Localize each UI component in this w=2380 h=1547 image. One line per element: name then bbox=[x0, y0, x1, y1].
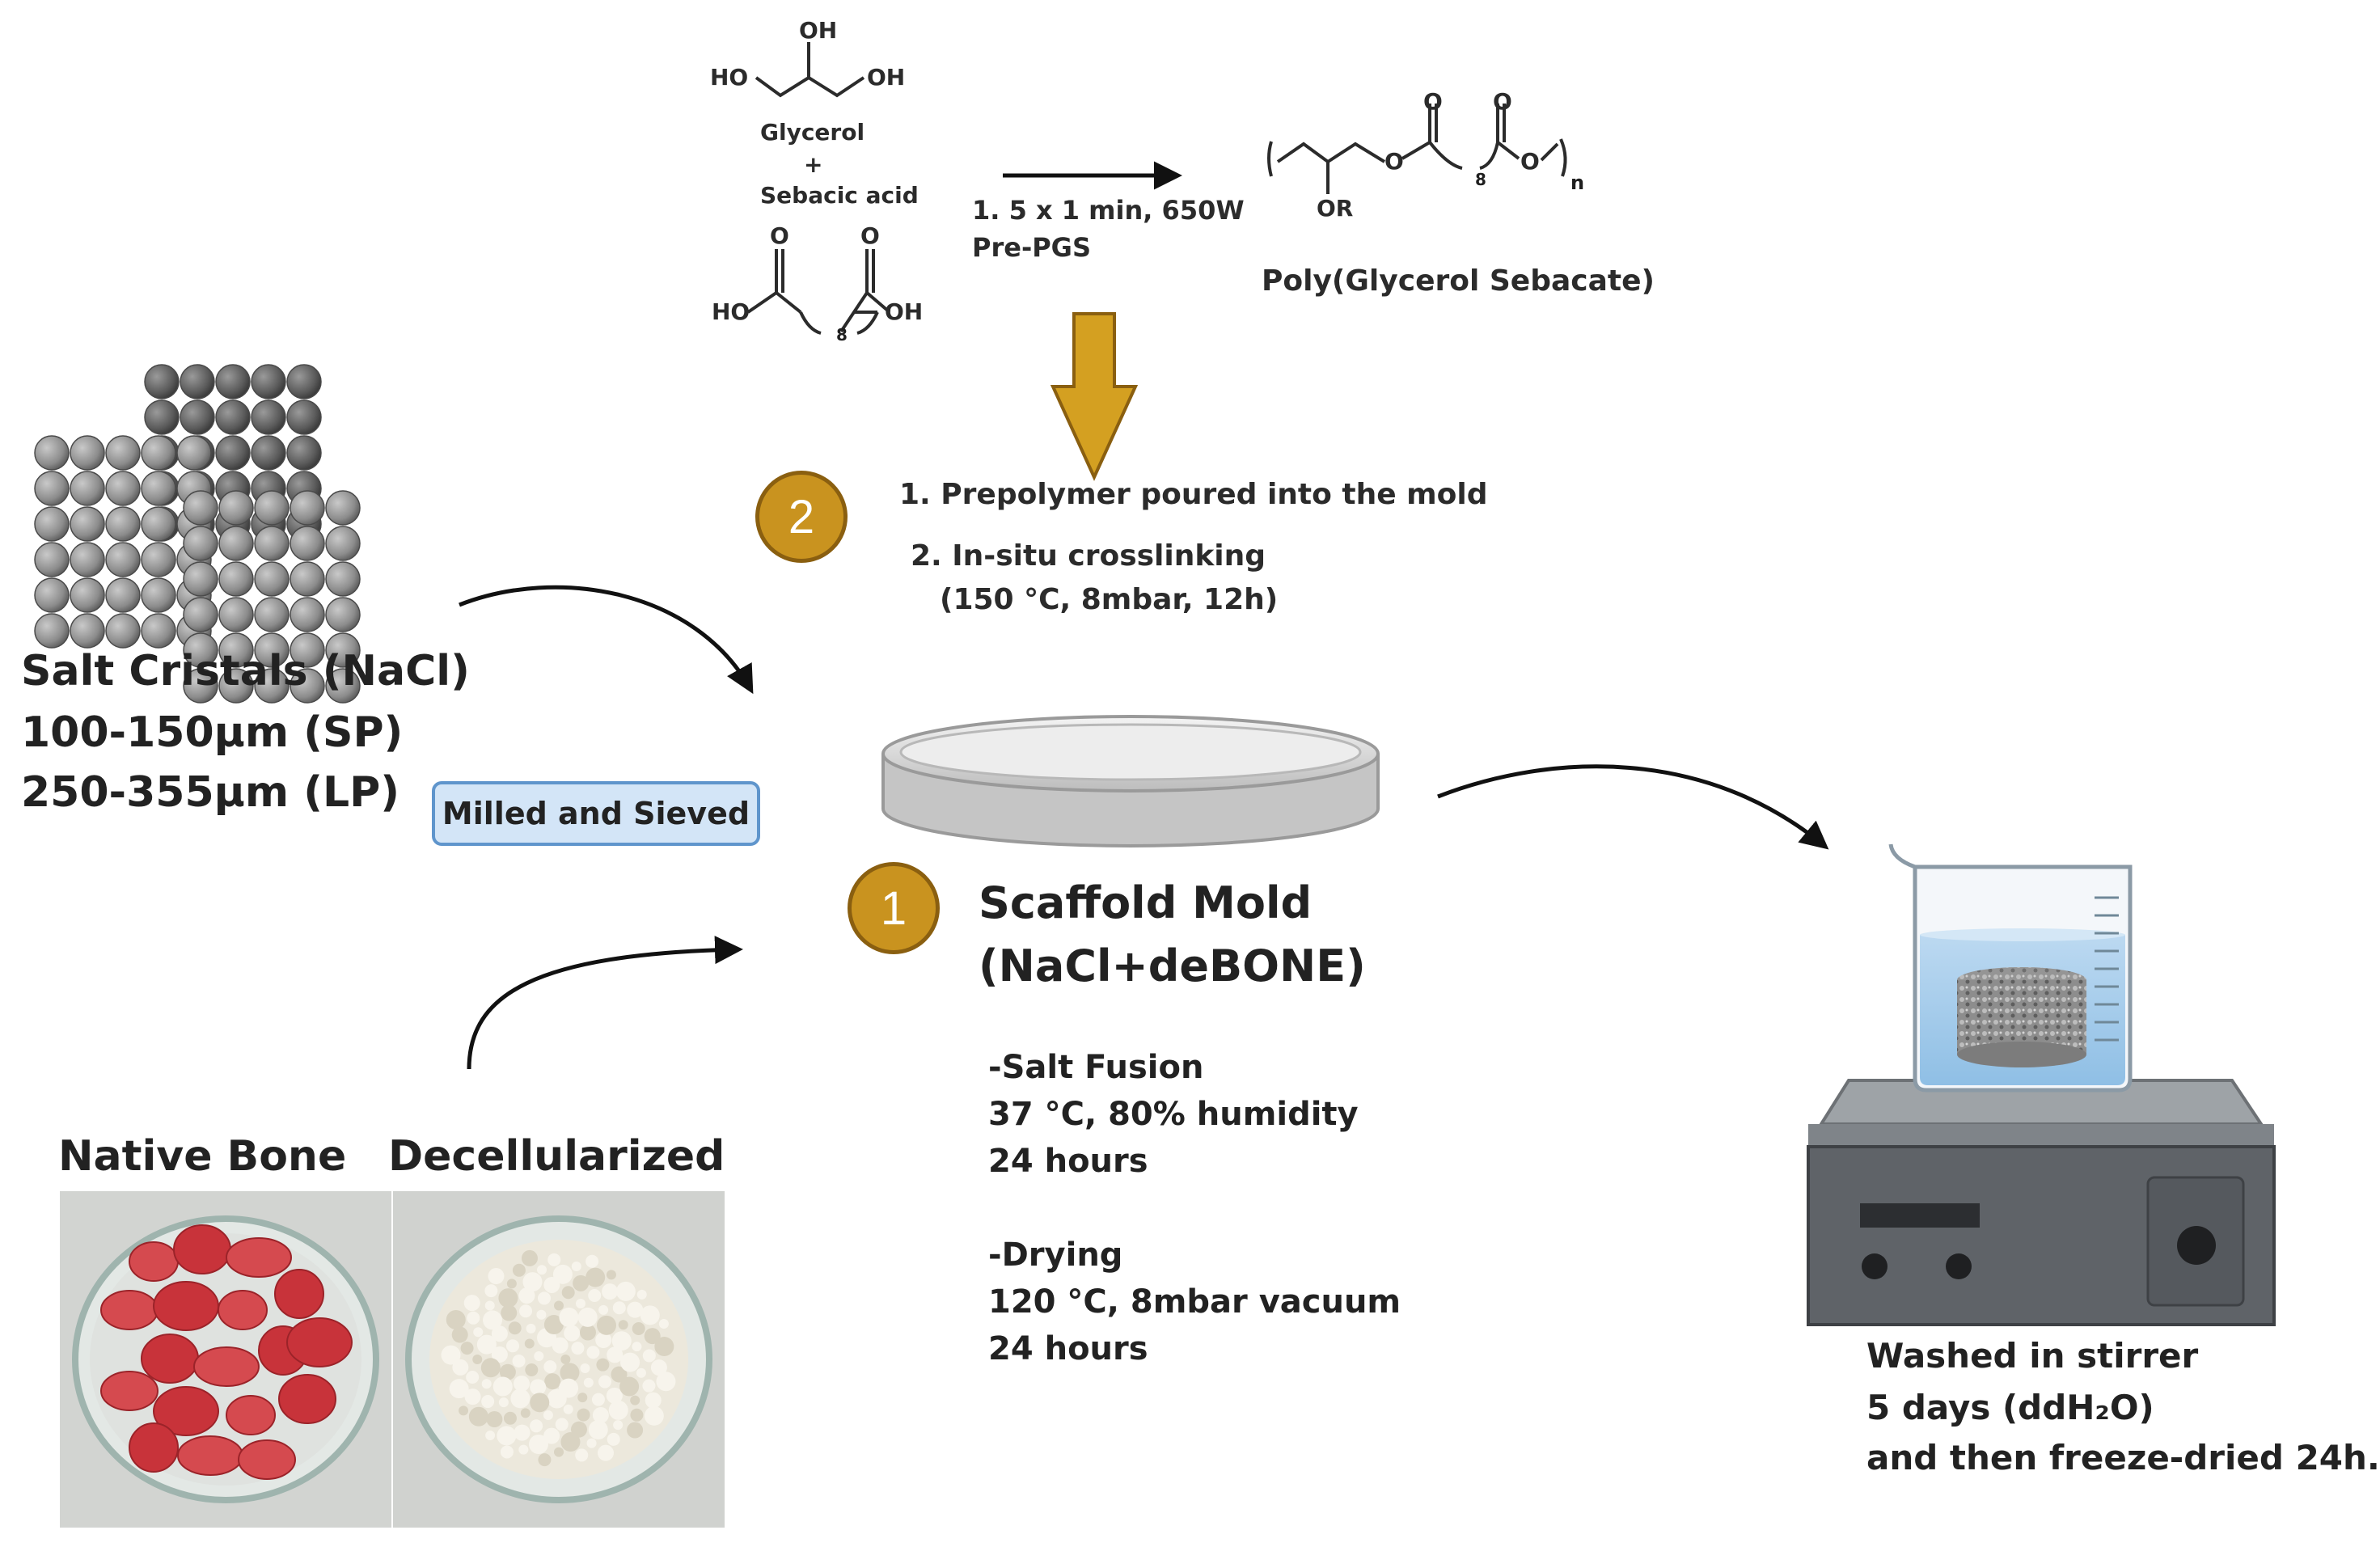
pgs-subscript: 8 bbox=[1475, 170, 1486, 189]
drying-conditions: 120 °C, 8mbar vacuum bbox=[988, 1283, 1401, 1321]
step2-line3: (150 °C, 8mbar, 12h) bbox=[940, 583, 1279, 616]
sebacic-ho-left: HO bbox=[712, 298, 750, 325]
fusion-time: 24 hours bbox=[988, 1143, 1148, 1180]
glycerol-structure bbox=[755, 42, 865, 98]
drying-time: 24 hours bbox=[988, 1330, 1148, 1367]
pgs-n: n bbox=[1570, 171, 1585, 194]
magnetic-stirrer-icon bbox=[1807, 1079, 2276, 1326]
step2-line1: 1. Prepolymer poured into the mold bbox=[899, 478, 1488, 511]
pgs-or: OR bbox=[1317, 195, 1354, 222]
native-bone-photo bbox=[60, 1191, 391, 1528]
sebacic-subscript: 8 bbox=[836, 325, 848, 344]
mold-title-line1: Scaffold Mold bbox=[979, 877, 1313, 928]
decellularized-bone-photo bbox=[393, 1191, 725, 1528]
crosslinking-down-arrow bbox=[1050, 312, 1139, 481]
decellularized-label: Decellularized bbox=[388, 1132, 725, 1181]
pgs-o3: O bbox=[1384, 148, 1404, 175]
glycerol-label: Glycerol bbox=[760, 119, 865, 146]
wash-line3: and then freeze-dried 24h. bbox=[1866, 1438, 2380, 1477]
pgs-structure bbox=[1267, 104, 1567, 194]
step2-line2: 2. In-situ crosslinking bbox=[911, 539, 1266, 573]
salt-to-mold-arrow bbox=[459, 585, 754, 695]
step-1-badge: 1 bbox=[848, 862, 940, 954]
pgs-o4: O bbox=[1520, 148, 1540, 175]
bone-to-mold-arrow bbox=[467, 936, 743, 1070]
mold-title-line2: (NaCl+deBONE) bbox=[979, 940, 1366, 991]
glycerol-ho-left: HO bbox=[710, 64, 749, 91]
sebacic-oh-right: OH bbox=[885, 298, 924, 325]
step-2-badge: 2 bbox=[755, 471, 848, 563]
mold-to-wash-arrow bbox=[1437, 764, 1829, 850]
wash-line1: Washed in stirrer bbox=[1866, 1336, 2199, 1376]
plus-sign: + bbox=[804, 151, 823, 178]
sebacic-acid-label: Sebacic acid bbox=[760, 182, 919, 209]
salt-crystal-illustration bbox=[34, 364, 361, 704]
glycerol-oh-top: OH bbox=[799, 17, 838, 44]
native-bone-label: Native Bone bbox=[58, 1132, 347, 1181]
salt-lp-size: 250-355μm (LP) bbox=[21, 768, 399, 817]
reaction-condition: 1. 5 x 1 min, 650W bbox=[972, 195, 1245, 226]
petri-dish-icon bbox=[881, 715, 1380, 847]
beaker-icon bbox=[1888, 843, 2133, 1093]
drying-title: -Drying bbox=[988, 1236, 1123, 1274]
pre-pgs-label: Pre-PGS bbox=[972, 232, 1091, 263]
sebacic-o-left: O bbox=[770, 222, 789, 249]
wash-line2: 5 days (ddH₂O) bbox=[1866, 1388, 2154, 1427]
pgs-o2: O bbox=[1493, 88, 1512, 115]
salt-title: Salt Cristals (NaCl) bbox=[21, 647, 470, 695]
sebacic-acid-structure bbox=[746, 249, 891, 335]
glycerol-oh-right: OH bbox=[867, 64, 906, 91]
fusion-conditions: 37 °C, 80% humidity bbox=[988, 1096, 1359, 1133]
milled-sieved-label: Milled and Sieved bbox=[432, 781, 760, 846]
pgs-name: Poly(Glycerol Sebacate) bbox=[1262, 264, 1655, 298]
sebacic-o-right: O bbox=[860, 222, 880, 249]
salt-sp-size: 100-150μm (SP) bbox=[21, 708, 404, 757]
fusion-title: -Salt Fusion bbox=[988, 1049, 1204, 1086]
pgs-o1: O bbox=[1423, 88, 1443, 115]
